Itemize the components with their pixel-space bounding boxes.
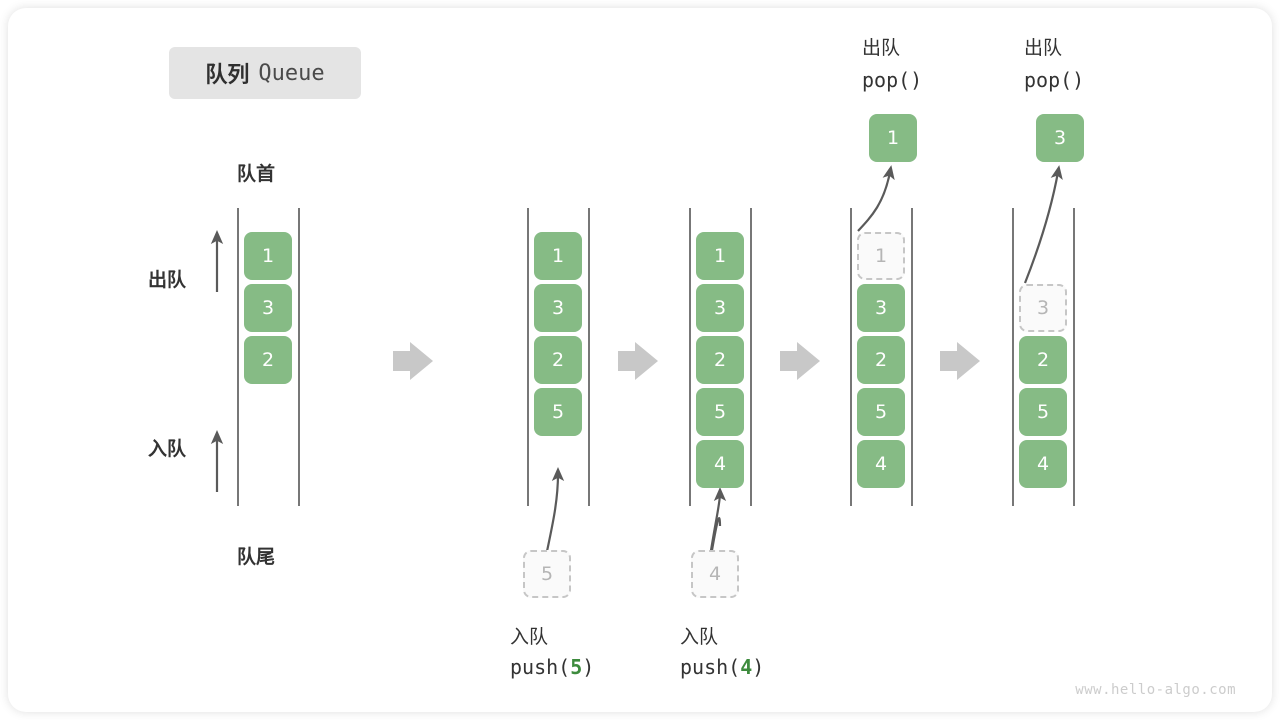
code-suffix: ) bbox=[1072, 68, 1085, 92]
incoming-element-ghost: 5 bbox=[523, 550, 571, 598]
label-enqueue: 入队 bbox=[148, 438, 187, 460]
queue-cell: 2 bbox=[857, 336, 905, 384]
code-prefix: push( bbox=[680, 655, 741, 679]
caption-code-pop-1: pop() bbox=[862, 68, 922, 92]
queue-cell: 2 bbox=[696, 336, 744, 384]
caption-code-push-4: push(4) bbox=[680, 655, 764, 679]
caption-cn-push-4: 入队 bbox=[680, 626, 719, 648]
label-dequeue: 出队 bbox=[148, 269, 187, 291]
queue-cell: 1 bbox=[696, 232, 744, 280]
caption-cn-pop-1: 出队 bbox=[862, 37, 901, 59]
queue-cell: 3 bbox=[857, 284, 905, 332]
code-prefix: push( bbox=[510, 655, 571, 679]
label-rear: 队尾 bbox=[237, 546, 276, 568]
queue-cell: 5 bbox=[534, 388, 582, 436]
queue-cell: 3 bbox=[534, 284, 582, 332]
code-prefix: pop( bbox=[1024, 68, 1073, 92]
queue-cell: 5 bbox=[696, 388, 744, 436]
queue-cell-ghost: 3 bbox=[1019, 284, 1067, 332]
title-en: Queue bbox=[258, 60, 325, 86]
title-cn: 队列 bbox=[205, 63, 250, 88]
code-prefix: pop( bbox=[862, 68, 911, 92]
code-arg: 4 bbox=[740, 655, 753, 679]
queue-cell: 4 bbox=[857, 440, 905, 488]
queue-cell: 2 bbox=[534, 336, 582, 384]
diagram-card bbox=[8, 8, 1272, 712]
queue-cell: 2 bbox=[1019, 336, 1067, 384]
queue-cell: 4 bbox=[1019, 440, 1067, 488]
code-arg: 5 bbox=[570, 655, 583, 679]
queue-cell: 5 bbox=[857, 388, 905, 436]
watermark: www.hello-algo.com bbox=[1075, 682, 1236, 698]
popped-element: 3 bbox=[1036, 114, 1084, 162]
queue-cell: 5 bbox=[1019, 388, 1067, 436]
popped-element: 1 bbox=[869, 114, 917, 162]
queue-cell: 3 bbox=[244, 284, 292, 332]
queue-cell-ghost: 1 bbox=[857, 232, 905, 280]
incoming-element-ghost: 4 bbox=[691, 550, 739, 598]
queue-cell: 2 bbox=[244, 336, 292, 384]
title-chip: 队列 Queue bbox=[169, 47, 361, 99]
label-front: 队首 bbox=[237, 163, 276, 185]
code-suffix: ) bbox=[910, 68, 923, 92]
caption-cn-pop-3: 出队 bbox=[1024, 37, 1063, 59]
queue-cell: 1 bbox=[534, 232, 582, 280]
caption-cn-push-5: 入队 bbox=[510, 626, 549, 648]
queue-cell: 4 bbox=[696, 440, 744, 488]
code-suffix: ) bbox=[752, 655, 765, 679]
queue-cell: 3 bbox=[696, 284, 744, 332]
caption-code-pop-3: pop() bbox=[1024, 68, 1084, 92]
code-suffix: ) bbox=[582, 655, 595, 679]
queue-cell: 1 bbox=[244, 232, 292, 280]
caption-code-push-5: push(5) bbox=[510, 655, 594, 679]
